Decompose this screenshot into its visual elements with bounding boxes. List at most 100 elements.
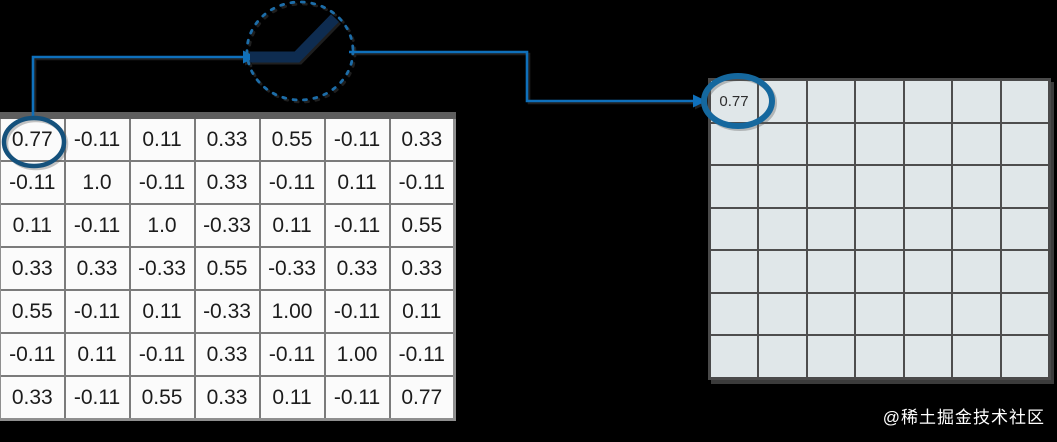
matrix-cell: 0.33 <box>63 246 131 291</box>
matrix-cell: -0.11 <box>323 203 391 248</box>
matrix-cell: 0.33 <box>193 332 261 377</box>
output-matrix: 0.77 <box>708 78 1051 380</box>
output-matrix-cell <box>708 334 760 379</box>
matrix-cell: 0.33 <box>388 114 456 162</box>
output-matrix-cell <box>951 334 1002 379</box>
output-matrix-cell <box>805 164 857 209</box>
matrix-cell: 0.11 <box>128 114 196 162</box>
output-matrix-cell <box>854 334 905 379</box>
output-matrix-cell <box>902 291 954 336</box>
matrix-cell: 0.11 <box>128 289 196 334</box>
matrix-row <box>708 206 1051 251</box>
matrix-cell: -0.11 <box>63 114 131 162</box>
output-matrix-cell <box>951 249 1002 294</box>
output-matrix-cell <box>854 164 905 209</box>
output-matrix-cell <box>999 291 1051 336</box>
matrix-cell: 0.11 <box>323 160 391 205</box>
output-matrix-cell <box>757 206 808 251</box>
output-matrix-cell <box>708 249 760 294</box>
output-matrix-cell <box>951 291 1002 336</box>
output-matrix-cell <box>854 249 905 294</box>
output-matrix-cell <box>951 206 1002 251</box>
matrix-cell: -0.11 <box>0 160 66 205</box>
matrix-cell: -0.11 <box>63 375 131 421</box>
output-matrix-cell <box>854 206 905 251</box>
output-matrix-cell <box>902 334 954 379</box>
matrix-cell: -0.11 <box>323 114 391 162</box>
matrix-cell: 0.55 <box>0 289 66 334</box>
matrix-cell: 0.11 <box>0 203 66 248</box>
output-matrix-cell <box>902 249 954 294</box>
matrix-cell: 0.11 <box>258 203 326 248</box>
matrix-cell: 1.0 <box>128 203 196 248</box>
output-matrix-cell <box>757 334 808 379</box>
output-matrix-cell <box>757 121 808 166</box>
activation-dashed-circle <box>245 0 355 102</box>
output-matrix-cell <box>999 249 1051 294</box>
matrix-cell: 0.11 <box>258 375 326 421</box>
matrix-cell: -0.11 <box>63 289 131 334</box>
matrix-cell: 0.55 <box>258 114 326 162</box>
matrix-row <box>708 121 1051 166</box>
output-matrix-cell <box>805 291 857 336</box>
matrix-cell: 0.33 <box>0 375 66 421</box>
output-matrix-cell <box>805 121 857 166</box>
matrix-cell: 0.55 <box>128 375 196 421</box>
output-matrix-cell <box>902 121 954 166</box>
output-matrix-cell <box>708 121 760 166</box>
matrix-cell: -0.11 <box>128 160 196 205</box>
output-matrix-cell <box>757 249 808 294</box>
output-matrix-cell <box>999 164 1051 209</box>
output-matrix-cell <box>805 249 857 294</box>
matrix-cell: -0.33 <box>193 203 261 248</box>
matrix-cell: 0.33 <box>193 114 261 162</box>
output-matrix-cell <box>902 78 954 124</box>
output-matrix-cell <box>757 291 808 336</box>
output-matrix-cell <box>902 206 954 251</box>
output-matrix-cell <box>951 78 1002 124</box>
matrix-cell: 0.33 <box>323 246 391 291</box>
matrix-cell: 0.33 <box>388 246 456 291</box>
output-matrix-cell <box>708 206 760 251</box>
output-matrix-cell <box>999 121 1051 166</box>
matrix-cell: 1.0 <box>63 160 131 205</box>
input-arrowhead-icon <box>243 50 257 64</box>
matrix-cell: -0.33 <box>128 246 196 291</box>
output-matrix-cell <box>805 78 857 124</box>
output-matrix-cell <box>708 291 760 336</box>
matrix-cell: -0.11 <box>258 160 326 205</box>
input-arrow <box>31 55 243 117</box>
matrix-row <box>708 164 1051 209</box>
output-matrix-cell <box>757 78 808 124</box>
output-matrix-cell <box>854 291 905 336</box>
matrix-cell: 0.77 <box>388 375 456 421</box>
matrix-cell: -0.33 <box>193 289 261 334</box>
output-arrowhead-icon <box>693 94 707 108</box>
output-matrix-cell <box>805 334 857 379</box>
matrix-cell: 0.33 <box>0 246 66 291</box>
output-matrix-cell <box>999 206 1051 251</box>
output-matrix-cell <box>854 121 905 166</box>
matrix-cell: 0.77 <box>0 114 66 162</box>
matrix-row: 0.77 <box>708 78 1051 124</box>
matrix-cell: 1.00 <box>323 332 391 377</box>
matrix-row <box>708 291 1051 336</box>
matrix-cell: -0.11 <box>63 203 131 248</box>
matrix-cell: -0.11 <box>323 289 391 334</box>
output-matrix-cell <box>999 78 1051 124</box>
matrix-cell: 0.11 <box>63 332 131 377</box>
output-matrix-cell <box>805 206 857 251</box>
matrix-cell: -0.11 <box>388 160 456 205</box>
matrix-cell: -0.11 <box>0 332 66 377</box>
matrix-cell: 1.00 <box>258 289 326 334</box>
matrix-row <box>708 249 1051 294</box>
